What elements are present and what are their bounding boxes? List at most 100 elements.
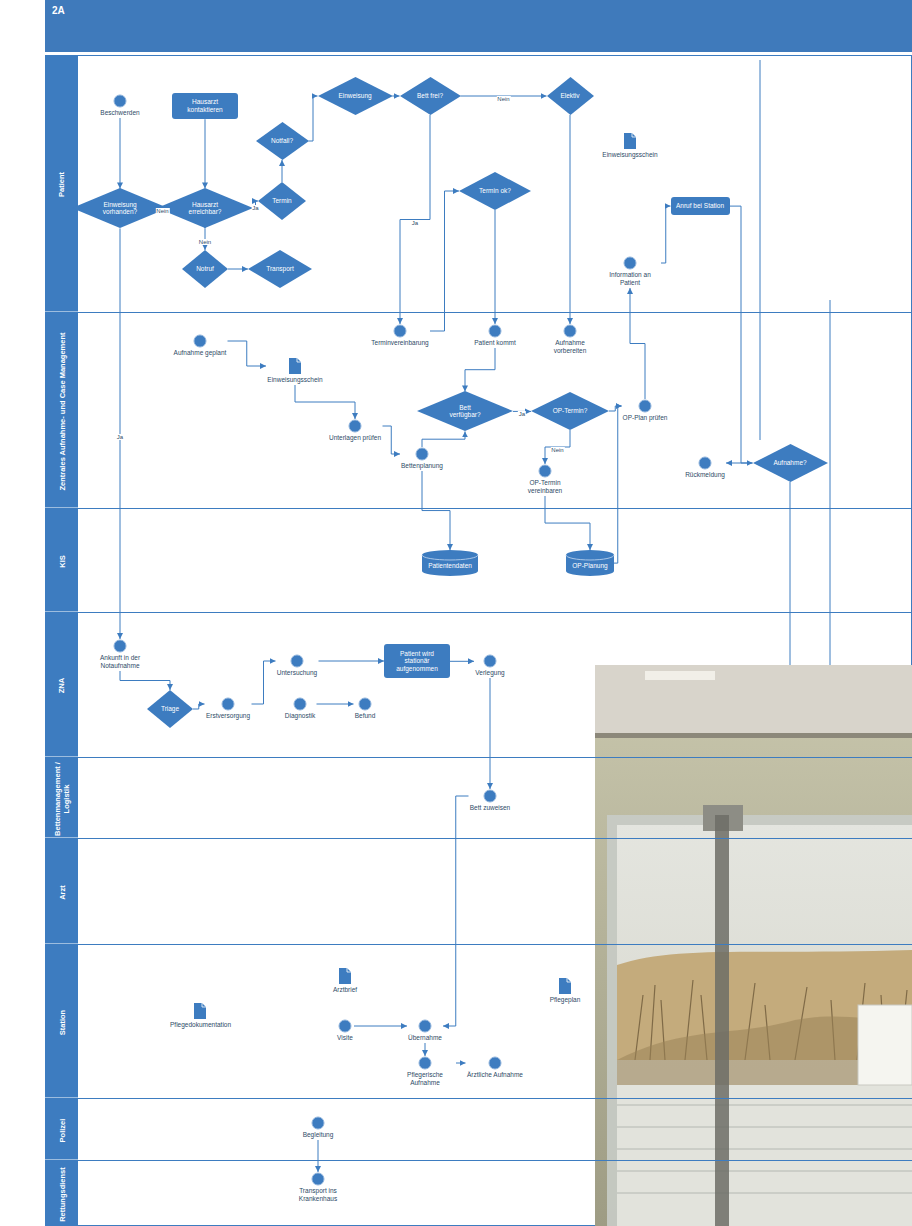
edge-label-holder: Ja (116, 425, 124, 443)
document-icon: Einweisungsschein (266, 357, 324, 385)
edge-label-holder: Nein (550, 438, 564, 456)
flow-connector (400, 115, 430, 324)
event-dot (484, 790, 496, 802)
event-dot (416, 448, 428, 460)
diagram-title: 2A (52, 5, 65, 17)
edge-label: Nein (496, 96, 510, 102)
node-text: Begleitung (303, 1131, 334, 1139)
edge-label: Ja (251, 205, 259, 211)
flow-connector (545, 496, 590, 550)
event-circle: Ankunft in der Notaufnahme (89, 639, 151, 671)
event-dot (312, 1173, 324, 1185)
flow-line (760, 60, 761, 440)
document-page (624, 133, 636, 149)
node-text: Diagnostik (285, 712, 315, 720)
flow-connector (425, 1043, 426, 1056)
diamond-fill (753, 444, 828, 482)
paper-sign (858, 1005, 912, 1085)
lane-title: Rettungsdienst (57, 1164, 66, 1224)
node-text: Ärztliche Aufnahme (467, 1071, 523, 1079)
event-circle: Diagnostik (284, 697, 317, 721)
event-marker (538, 464, 552, 478)
decision-diamond: Triage (147, 690, 193, 728)
flow-connector (317, 704, 354, 705)
node-text: Arztbrief (333, 986, 357, 994)
flow-connector (228, 269, 248, 270)
node-text: Bett verfügbar? (443, 404, 487, 420)
event-dot (114, 640, 126, 652)
event-dot (639, 400, 651, 412)
event-marker (338, 1019, 352, 1033)
node-text: Bett frei? (417, 92, 443, 100)
document-icon: Pflegedokumentation (169, 1002, 232, 1030)
document-fold (347, 968, 351, 972)
edge-label-holder: Ja (518, 402, 526, 420)
edge-label-holder: Ja (251, 196, 259, 214)
event-marker (193, 334, 207, 348)
event-marker (113, 94, 127, 108)
event-circle: Patient kommt (473, 324, 517, 348)
lane-separators (45, 312, 78, 1160)
flow-connector (318, 1140, 319, 1172)
event-marker (348, 419, 362, 433)
pool-border (46, 56, 912, 1226)
node-text: Aufnahme geplant (174, 349, 227, 357)
event-circle: Bett zuweisen (469, 789, 512, 813)
diamond-fill (417, 391, 513, 431)
diamond-fill (256, 122, 309, 160)
event-marker (113, 639, 127, 653)
decision-diamond: Notruf (182, 250, 228, 288)
event-marker (488, 1056, 502, 1070)
flow-connector (295, 385, 355, 419)
glass-line (617, 1127, 912, 1128)
event-dot (419, 1057, 431, 1069)
flow-connector (393, 96, 400, 97)
process-box: Patient wird stationär aufgenommen (384, 644, 450, 678)
edge-label: Nein (198, 239, 212, 245)
event-dot (699, 457, 711, 469)
flow-connector (120, 118, 121, 188)
frame-bracket (715, 815, 729, 1226)
node-text: Einweisungsschein (602, 151, 657, 159)
document-page (559, 978, 571, 994)
flow-connector (495, 210, 496, 324)
node-text: Anruf bei Station (676, 202, 724, 210)
event-circle: Ärztliche Aufnahme (466, 1056, 525, 1080)
swimlane: Bettenmanagement / LogistikBett zuweisen (45, 757, 912, 838)
event-circle: Rückmeldung (684, 456, 726, 480)
node-text: Hausarzt erreichbar? (183, 201, 227, 217)
process-box: Hausarzt kontaktieren (172, 93, 238, 119)
glass-lines (617, 1105, 912, 1193)
event-marker (418, 1019, 432, 1033)
node-text: Patient wird stationär aufgenommen (389, 650, 445, 673)
event-dot (419, 1020, 431, 1032)
swimlane: KISPatientendatenOP-Planung (45, 508, 912, 612)
flow-connector (309, 96, 318, 141)
glass-line (617, 1193, 912, 1194)
decision-diamond: Aufnahme? (753, 444, 828, 482)
diamond-fill (182, 250, 228, 288)
flow-connector (422, 471, 450, 550)
node-text: Notruf (196, 265, 214, 273)
event-circle: Verlegung (474, 654, 506, 678)
event-dot (294, 698, 306, 710)
flow-connector (730, 206, 753, 463)
node-text: Unterlagen prüfen (329, 434, 381, 442)
node-text: Einweisung (338, 92, 371, 100)
event-dot (114, 95, 126, 107)
node-text: Befund (355, 712, 376, 720)
document-fold (297, 358, 301, 362)
decision-diamond: Termin (258, 182, 306, 220)
document-fold (567, 978, 571, 982)
event-circle: Begleitung (302, 1116, 335, 1140)
flow-connector (228, 341, 267, 366)
node-text: OP-Plan prüfen (623, 414, 668, 422)
decision-diamond: Elektiv (547, 77, 594, 115)
event-circle: Erstversorgung (205, 697, 252, 721)
event-dot (394, 325, 406, 337)
flow-connector (614, 406, 622, 563)
document-fold (632, 133, 636, 137)
event-dot (484, 655, 496, 667)
swimlane: ZNAAnkunft in der NotaufnahmeTriageErstv… (45, 612, 912, 757)
